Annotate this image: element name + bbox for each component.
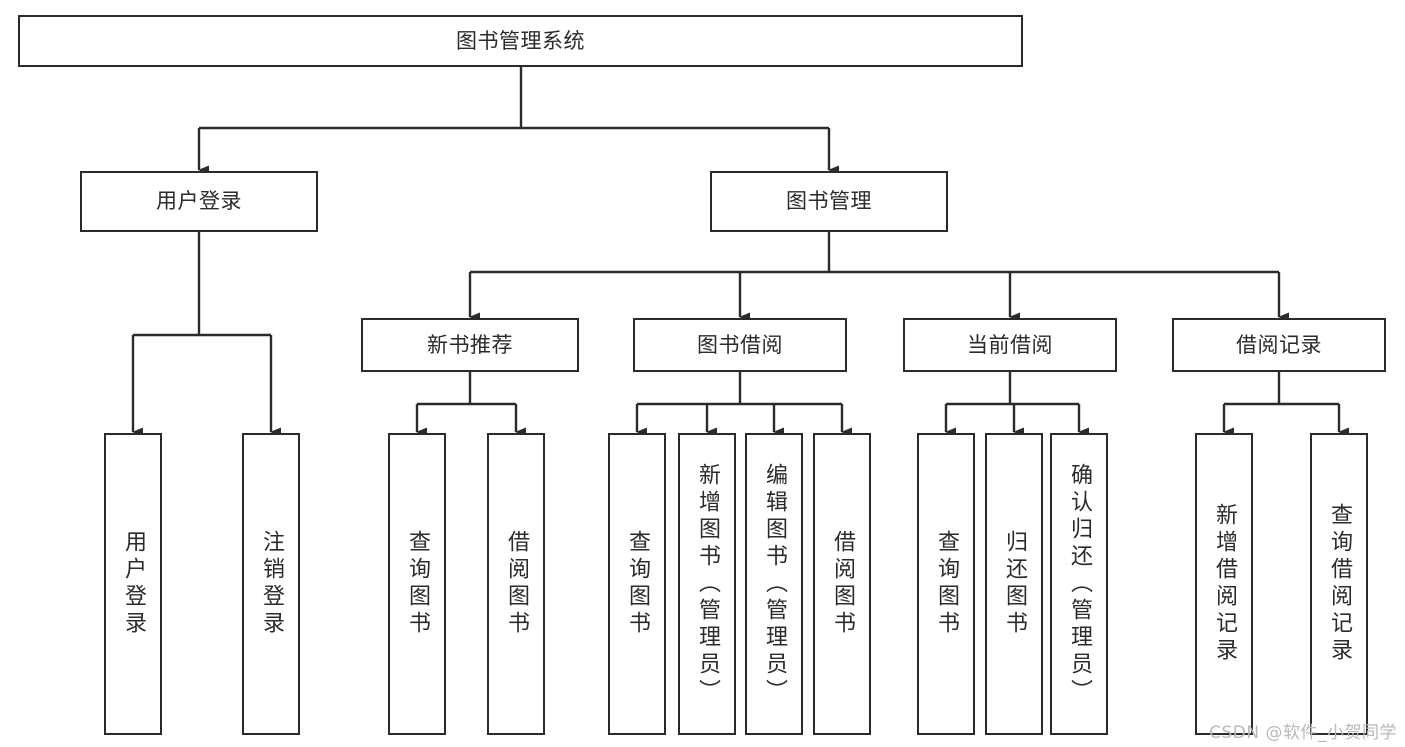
node-label: 查询借阅记录 <box>1327 503 1352 665</box>
node-borrow-record[interactable]: 借阅记录 <box>1172 318 1386 372</box>
node-leaf-logout[interactable]: 注销登录 <box>242 433 300 735</box>
node-leaf-add-record[interactable]: 新增借阅记录 <box>1195 433 1253 735</box>
node-label: 用户登录 <box>156 189 242 214</box>
node-label: 用户登录 <box>121 530 146 638</box>
node-leaf-user-login[interactable]: 用户登录 <box>104 433 162 735</box>
node-label: 查询图书 <box>405 530 430 638</box>
node-book-mgmt[interactable]: 图书管理 <box>710 171 948 232</box>
node-label: 归还图书 <box>1002 530 1027 638</box>
node-label: 图书管理系统 <box>456 28 585 53</box>
node-new-book-rec[interactable]: 新书推荐 <box>361 318 579 372</box>
node-label: 确认归还（管理员） <box>1067 462 1092 706</box>
node-leaf-borrow-book-2[interactable]: 借阅图书 <box>813 433 871 735</box>
node-leaf-add-book[interactable]: 新增图书（管理员） <box>678 433 736 735</box>
node-label: 注销登录 <box>259 530 284 638</box>
node-label: 新增借阅记录 <box>1212 503 1237 665</box>
node-label: 借阅图书 <box>830 530 855 638</box>
node-root[interactable]: 图书管理系统 <box>18 15 1023 67</box>
node-login[interactable]: 用户登录 <box>80 171 318 232</box>
node-leaf-query-book-2[interactable]: 查询图书 <box>608 433 666 735</box>
node-label: 当前借阅 <box>967 332 1053 357</box>
node-book-borrow[interactable]: 图书借阅 <box>633 318 847 372</box>
node-leaf-return-book[interactable]: 归还图书 <box>985 433 1043 735</box>
node-leaf-edit-book[interactable]: 编辑图书（管理员） <box>745 433 803 735</box>
node-leaf-confirm-return[interactable]: 确认归还（管理员） <box>1050 433 1108 735</box>
node-label: 新增图书（管理员） <box>695 462 720 706</box>
node-label: 图书管理 <box>786 189 872 214</box>
node-label: 编辑图书（管理员） <box>762 462 787 706</box>
node-leaf-query-book-3[interactable]: 查询图书 <box>917 433 975 735</box>
node-label: 新书推荐 <box>427 332 513 357</box>
node-label: 借阅图书 <box>504 530 529 638</box>
node-leaf-query-record[interactable]: 查询借阅记录 <box>1310 433 1368 735</box>
node-leaf-borrow-book-1[interactable]: 借阅图书 <box>487 433 545 735</box>
node-current-borrow[interactable]: 当前借阅 <box>903 318 1117 372</box>
node-leaf-query-book-1[interactable]: 查询图书 <box>388 433 446 735</box>
node-label: 查询图书 <box>625 530 650 638</box>
node-label: 图书借阅 <box>697 332 783 357</box>
node-label: 查询图书 <box>934 530 959 638</box>
node-label: 借阅记录 <box>1236 332 1322 357</box>
